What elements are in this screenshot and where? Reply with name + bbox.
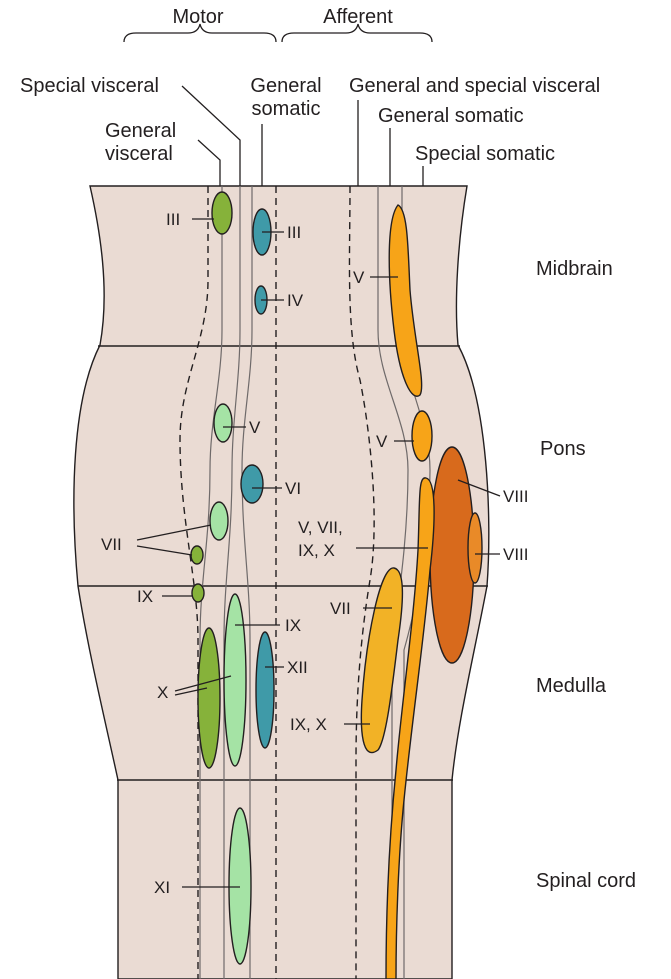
label-nucleus-v-vii-ix-x-line2: IX, X — [298, 541, 335, 560]
motor-header: Motor — [172, 6, 223, 28]
nucleus-xii-hypoglossal — [256, 632, 274, 748]
nucleus-iii-edinger — [212, 192, 232, 234]
nucleus-ambiguus — [224, 594, 246, 766]
region-midbrain: Midbrain — [536, 258, 613, 280]
nucleus-vi-abducens — [241, 465, 263, 503]
nucleus-xi-accessory — [229, 808, 251, 964]
leader-general-visceral — [198, 140, 220, 186]
label-nucleus-xi: XI — [154, 878, 170, 897]
label-nucleus-v-vii-ix-x-line1: V, VII, — [298, 518, 343, 537]
nucleus-viii-cochlear — [468, 513, 482, 583]
label-nucleus-ix-x-afferent: IX, X — [290, 715, 327, 734]
afferent-header: Afferent — [323, 6, 393, 28]
label-special-somatic-afferent: Special somatic — [415, 143, 555, 165]
label-nucleus-viii-outer: VIII — [503, 487, 529, 506]
region-medulla: Medulla — [536, 675, 607, 697]
label-special-visceral: Special visceral — [20, 75, 159, 97]
nucleus-x-dorsal-motor — [198, 628, 220, 768]
label-nucleus-vii-afferent: VII — [330, 599, 351, 618]
leader-special-visceral — [182, 86, 240, 186]
label-nucleus-v-motor: V — [249, 418, 261, 437]
label-nucleus-x-motor: X — [157, 683, 168, 702]
region-pons: Pons — [540, 438, 586, 460]
label-nucleus-xii: XII — [287, 658, 308, 677]
label-nucleus-v-afferent-midbrain: V — [353, 268, 365, 287]
region-spinal-cord: Spinal cord — [536, 870, 636, 892]
nucleus-v-principal — [412, 411, 432, 461]
label-general-somatic-motor-line1: General — [250, 75, 321, 97]
label-nucleus-ix-sv: IX — [285, 616, 301, 635]
label-general-visceral-line1: General — [105, 120, 176, 142]
label-general-visceral-line2: visceral — [105, 143, 173, 165]
label-nucleus-vi: VI — [285, 479, 301, 498]
label-nucleus-vii-motor: VII — [101, 535, 122, 554]
label-nucleus-v-afferent-pons: V — [376, 432, 388, 451]
label-nucleus-iii-gs: III — [287, 223, 301, 242]
label-general-somatic-afferent: General somatic — [378, 105, 524, 127]
nucleus-ix-salivatory — [192, 584, 204, 602]
nucleus-vii-salivatory — [191, 546, 203, 564]
nucleus-vii-facial — [210, 502, 228, 540]
nucleus-viii-vestibular — [430, 447, 474, 663]
label-general-somatic-motor-line2: somatic — [252, 98, 321, 120]
nucleus-v-motor — [214, 404, 232, 442]
label-nucleus-viii-inner: VIII — [503, 545, 529, 564]
label-nucleus-iv: IV — [287, 291, 304, 310]
label-nucleus-ix-gv: IX — [137, 587, 153, 606]
label-general-special-visceral-afferent: General and special visceral — [349, 75, 600, 97]
label-nucleus-iii-gv: III — [166, 210, 180, 229]
